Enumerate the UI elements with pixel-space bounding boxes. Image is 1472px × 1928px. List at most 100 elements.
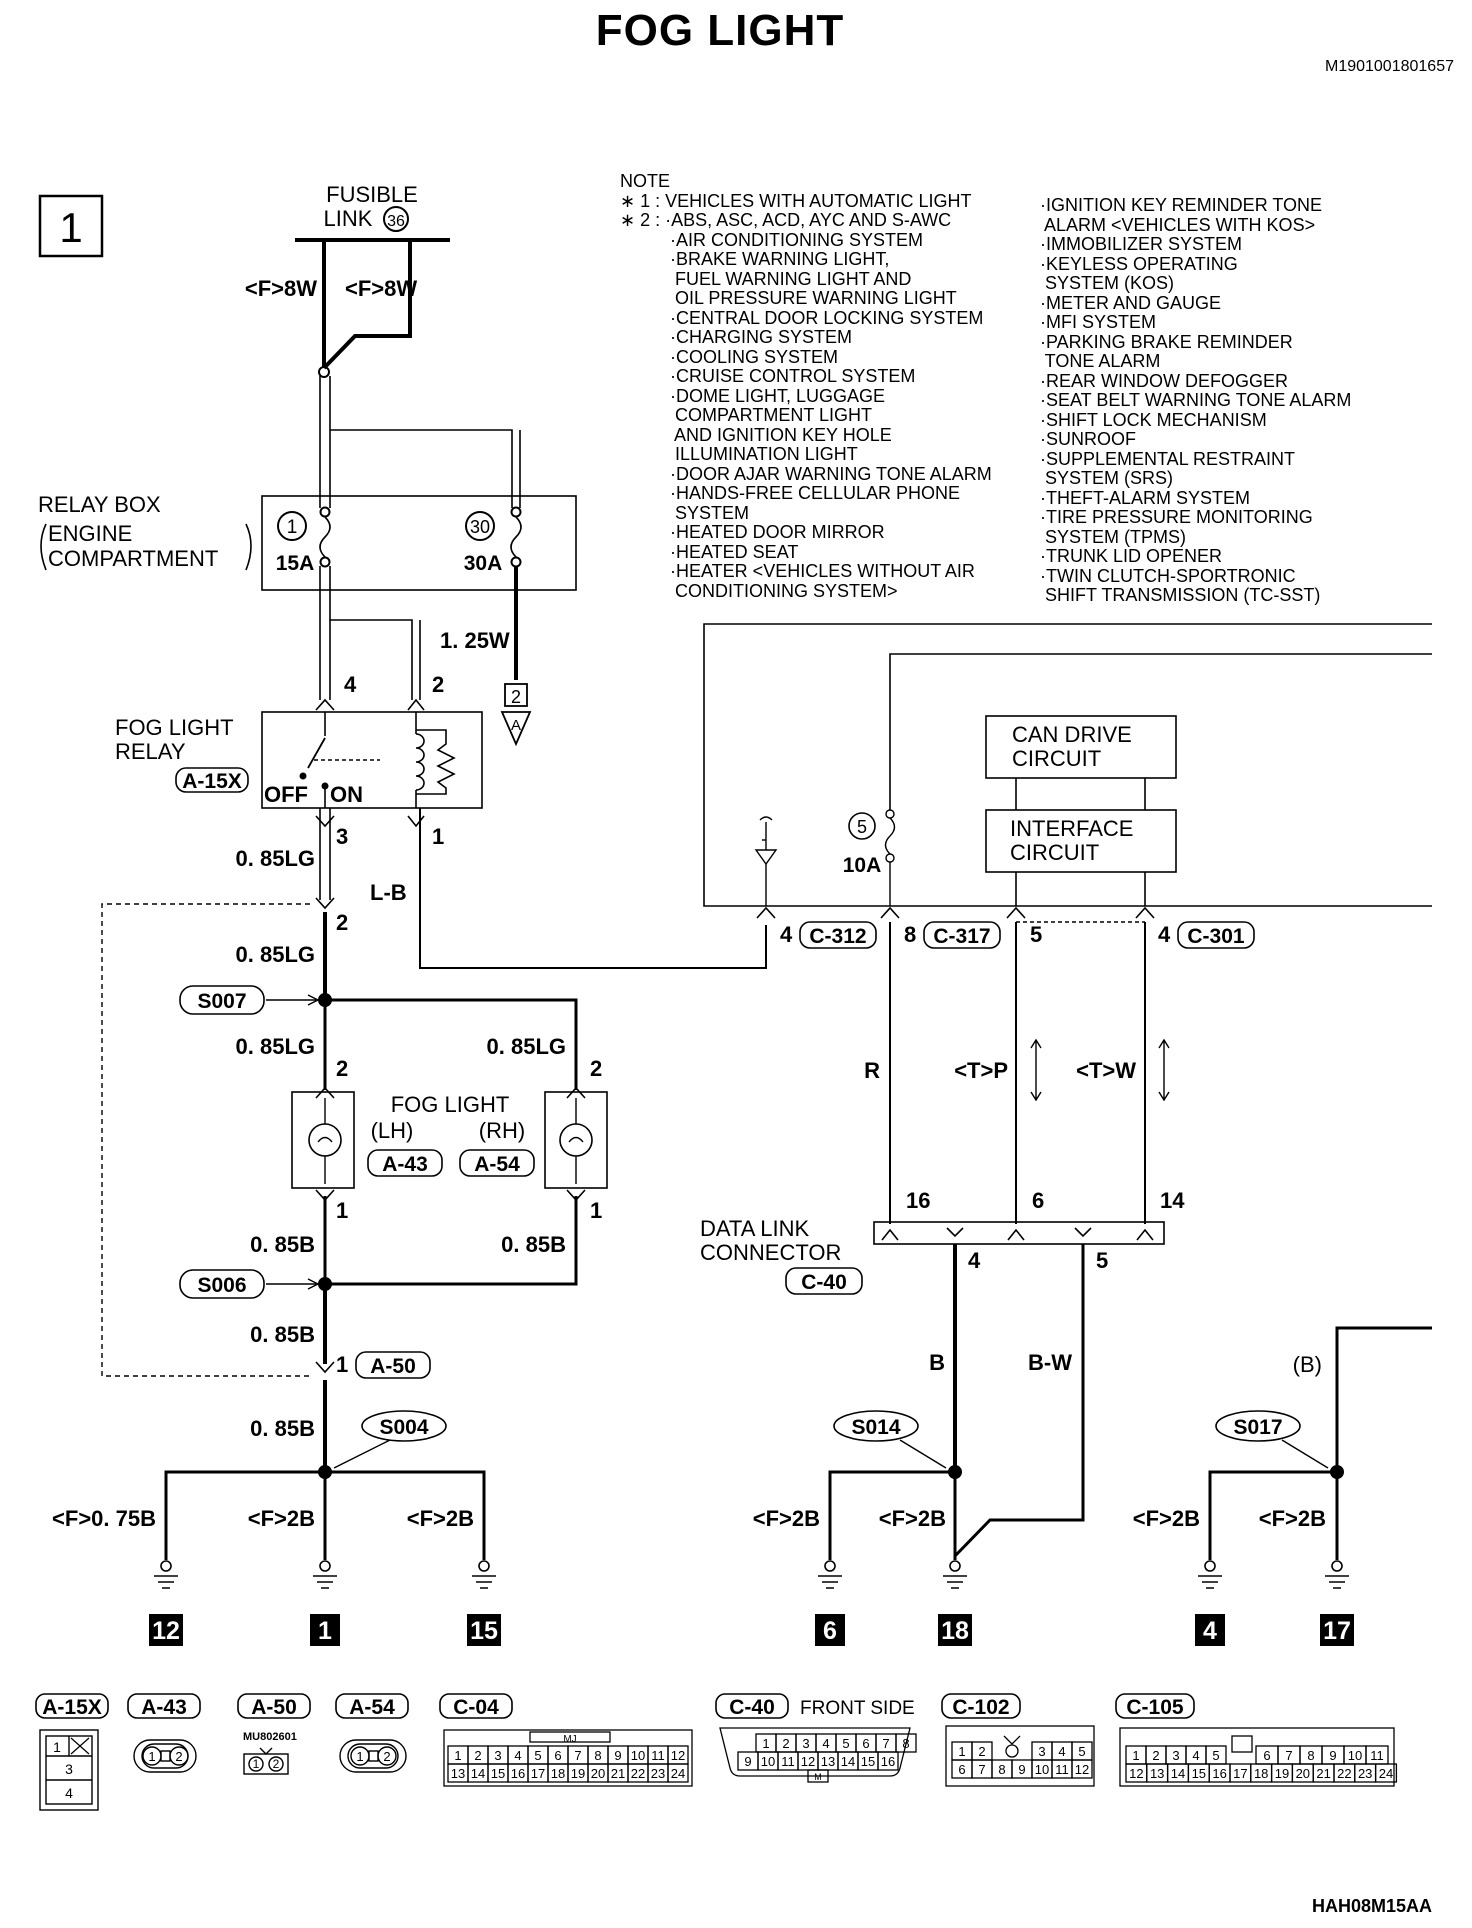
pin-label: 1	[958, 1744, 965, 1759]
pin-label: 8	[902, 1736, 909, 1751]
lh-bulb-icon	[308, 1123, 342, 1157]
legend-a43: A-43	[141, 1696, 187, 1719]
pin-label: 16	[1212, 1766, 1226, 1781]
legend-a54: A-54	[349, 1696, 395, 1719]
note-item: ·HEATED DOOR MIRROR	[620, 522, 885, 542]
interface-label-2: CIRCUIT	[1010, 840, 1099, 865]
ground-icon	[154, 1560, 1349, 1589]
note-block: NOTE∗ 1 : VEHICLES WITH AUTOMATIC LIGHT∗…	[620, 171, 992, 601]
c317-pin-8: 8	[904, 922, 916, 947]
note-item: ALARM <VEHICLES WITH KOS>	[1040, 214, 1316, 235]
section-box	[38, 194, 104, 258]
wire-b-paren: (B)	[1293, 1352, 1322, 1377]
svg-text:1: 1	[53, 1739, 61, 1755]
pin-label: 2	[1152, 1748, 1159, 1763]
data-link-connector	[873, 1221, 1165, 1245]
note-item: ILLUMINATION LIGHT	[620, 444, 858, 464]
pin-label: 11	[651, 1748, 665, 1763]
wire-f2b-3: <F>2B	[753, 1506, 820, 1531]
wire-085b-b: 0. 85B	[501, 1232, 566, 1257]
legend-a50: A-50	[251, 1696, 297, 1719]
legend-c04: C-04	[453, 1696, 499, 1719]
svg-text:2: 2	[273, 1757, 280, 1771]
pin-label: 20	[1296, 1766, 1310, 1781]
svg-text:2: 2	[383, 1749, 390, 1764]
pin-label: 14	[1171, 1766, 1185, 1781]
rh-bulb-icon	[559, 1123, 593, 1157]
note-heading: NOTE	[620, 171, 671, 191]
fog-light-label: FOG LIGHT	[391, 1092, 510, 1117]
connector-legend: A-15X A-43 A-50 A-54 C-04 C-40 FRONT SID…	[35, 1693, 1195, 1719]
junction	[318, 366, 330, 378]
wire-f2b-1: <F>2B	[248, 1506, 315, 1531]
pin-label: 14	[841, 1754, 855, 1769]
svg-text:1: 1	[148, 1749, 155, 1764]
note-item: ·METER AND GAUGE	[1040, 292, 1222, 313]
pin-label: 7	[574, 1748, 581, 1763]
fuse-1-circle	[277, 511, 307, 541]
pin-label: 4	[514, 1748, 521, 1763]
relay-box-label-3: COMPARTMENT	[48, 546, 218, 571]
fog-light-rh	[544, 1091, 608, 1189]
splice-s004: S004	[379, 1416, 428, 1439]
ref-triangle-text: A	[511, 717, 521, 734]
note-item: ·COOLING SYSTEM	[620, 346, 839, 367]
note-item: ·CRUISE CONTROL SYSTEM	[620, 366, 916, 386]
legend-c105: C-105	[1126, 1696, 1184, 1719]
pin-label: 1	[762, 1736, 769, 1751]
svg-text:4: 4	[65, 1785, 73, 1801]
note-item: SYSTEM (KOS)	[1040, 273, 1175, 293]
ground-15: 15	[470, 1617, 498, 1645]
pin-label: 9	[744, 1754, 751, 1769]
pin-label: 4	[822, 1736, 829, 1751]
fog-light-relay	[261, 711, 483, 809]
note-item: ·PARKING BRAKE REMINDER	[1040, 331, 1293, 352]
fog-light-rh-connector: A-54	[474, 1153, 520, 1176]
pin-label: 9	[1018, 1762, 1025, 1777]
relay-resistor	[416, 729, 456, 795]
dlc-pin-14: 14	[1160, 1188, 1185, 1213]
note-item: ·AIR CONDITIONING SYSTEM	[620, 229, 924, 250]
dlc-pin-6: 6	[1032, 1188, 1044, 1213]
relay-pin-4: 4	[344, 672, 357, 697]
pinout-a50: MU802601 1 2	[243, 1731, 297, 1775]
relay-pin-2: 2	[432, 672, 444, 697]
note-item: ∗ 1 : VEHICLES WITH AUTOMATIC LIGHT	[620, 190, 972, 211]
pin-label: 17	[531, 1766, 545, 1781]
pin-label: 18	[1254, 1766, 1268, 1781]
pin-label: 11	[1370, 1748, 1384, 1763]
ground-18: 18	[941, 1617, 969, 1645]
note-item: ·TWIN CLUTCH-SPORTRONIC	[1040, 565, 1296, 586]
legend-c40: C-40	[729, 1696, 775, 1719]
note-item: ·REAR WINDOW DEFOGGER	[1040, 370, 1288, 391]
note-item: OIL PRESSURE WARNING LIGHT	[620, 288, 957, 308]
pin-label: 2	[782, 1736, 789, 1751]
relay-coil	[415, 733, 425, 791]
fuse-30a-terminal	[510, 506, 522, 518]
pin-label: 4	[1058, 1744, 1065, 1759]
connector-a50: A-50	[370, 1355, 416, 1378]
fuse-30-number: 30	[470, 517, 490, 537]
connector-c317: C-317	[933, 925, 990, 948]
wire-f075b: <F>0. 75B	[52, 1506, 156, 1531]
fog-light-lh-connector: A-43	[382, 1153, 428, 1176]
pin-label: 1	[454, 1748, 461, 1763]
note-item: SYSTEM (TPMS)	[1040, 526, 1187, 547]
splice-s006-pill	[179, 1269, 265, 1299]
pinout-a15x: 1 3 4	[39, 1729, 99, 1811]
relay-switch-arm	[307, 737, 326, 769]
note-item: ·KEYLESS OPERATING	[1040, 253, 1238, 274]
pin-label: 9	[614, 1748, 621, 1763]
ground-4: 4	[1203, 1617, 1217, 1645]
fog-relay-label-2: RELAY	[115, 739, 186, 764]
wire-f2b-4: <F>2B	[879, 1506, 946, 1531]
pin-label: 2	[978, 1744, 985, 1759]
pin-label: 5	[842, 1736, 849, 1751]
relay-pin-1: 1	[432, 824, 444, 849]
note-item: ·TIRE PRESSURE MONITORING	[1040, 507, 1313, 527]
page-title: FOG LIGHT	[595, 6, 845, 55]
wire-085lg-d: 0. 85LG	[487, 1034, 566, 1059]
